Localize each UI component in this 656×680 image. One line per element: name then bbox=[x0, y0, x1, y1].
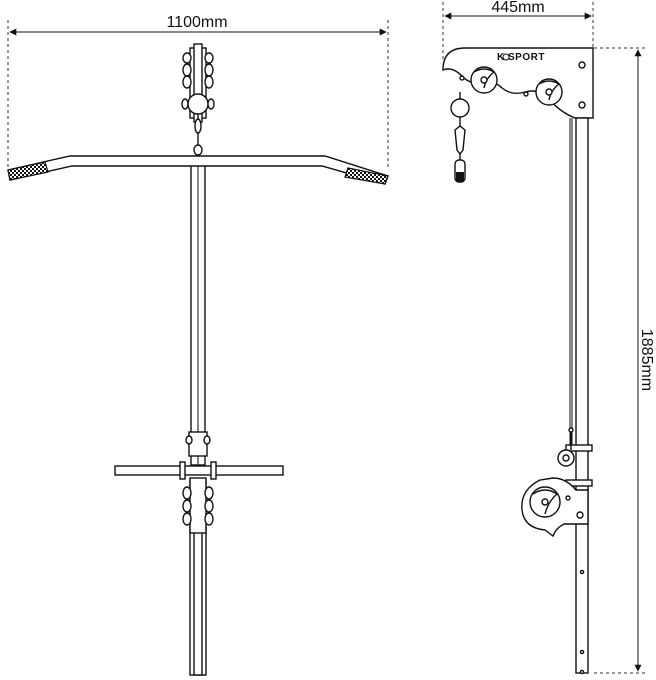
front-upright bbox=[189, 159, 207, 676]
front-view: 1100mm bbox=[7, 14, 389, 676]
width-dimension: 1100mm bbox=[7, 14, 389, 170]
height-label: 1885mm bbox=[638, 329, 655, 391]
hanging-pulley bbox=[450, 92, 470, 183]
lower-pulley-front bbox=[114, 431, 284, 534]
side-view: 445mm 1885mm K SPORT bbox=[442, 0, 655, 675]
lower-pulley-bracket bbox=[521, 427, 593, 538]
top-head-plate: K SPORT bbox=[442, 47, 594, 119]
brand-logo: K SPORT bbox=[497, 52, 545, 63]
depth-dimension: 445mm bbox=[442, 0, 594, 60]
depth-label: 445mm bbox=[491, 0, 544, 16]
width-label: 1100mm bbox=[166, 14, 227, 31]
top-pulley-front bbox=[181, 43, 215, 156]
lat-bar bbox=[7, 155, 389, 185]
side-upright bbox=[569, 117, 589, 675]
height-dimension: 1885mm bbox=[594, 47, 655, 674]
